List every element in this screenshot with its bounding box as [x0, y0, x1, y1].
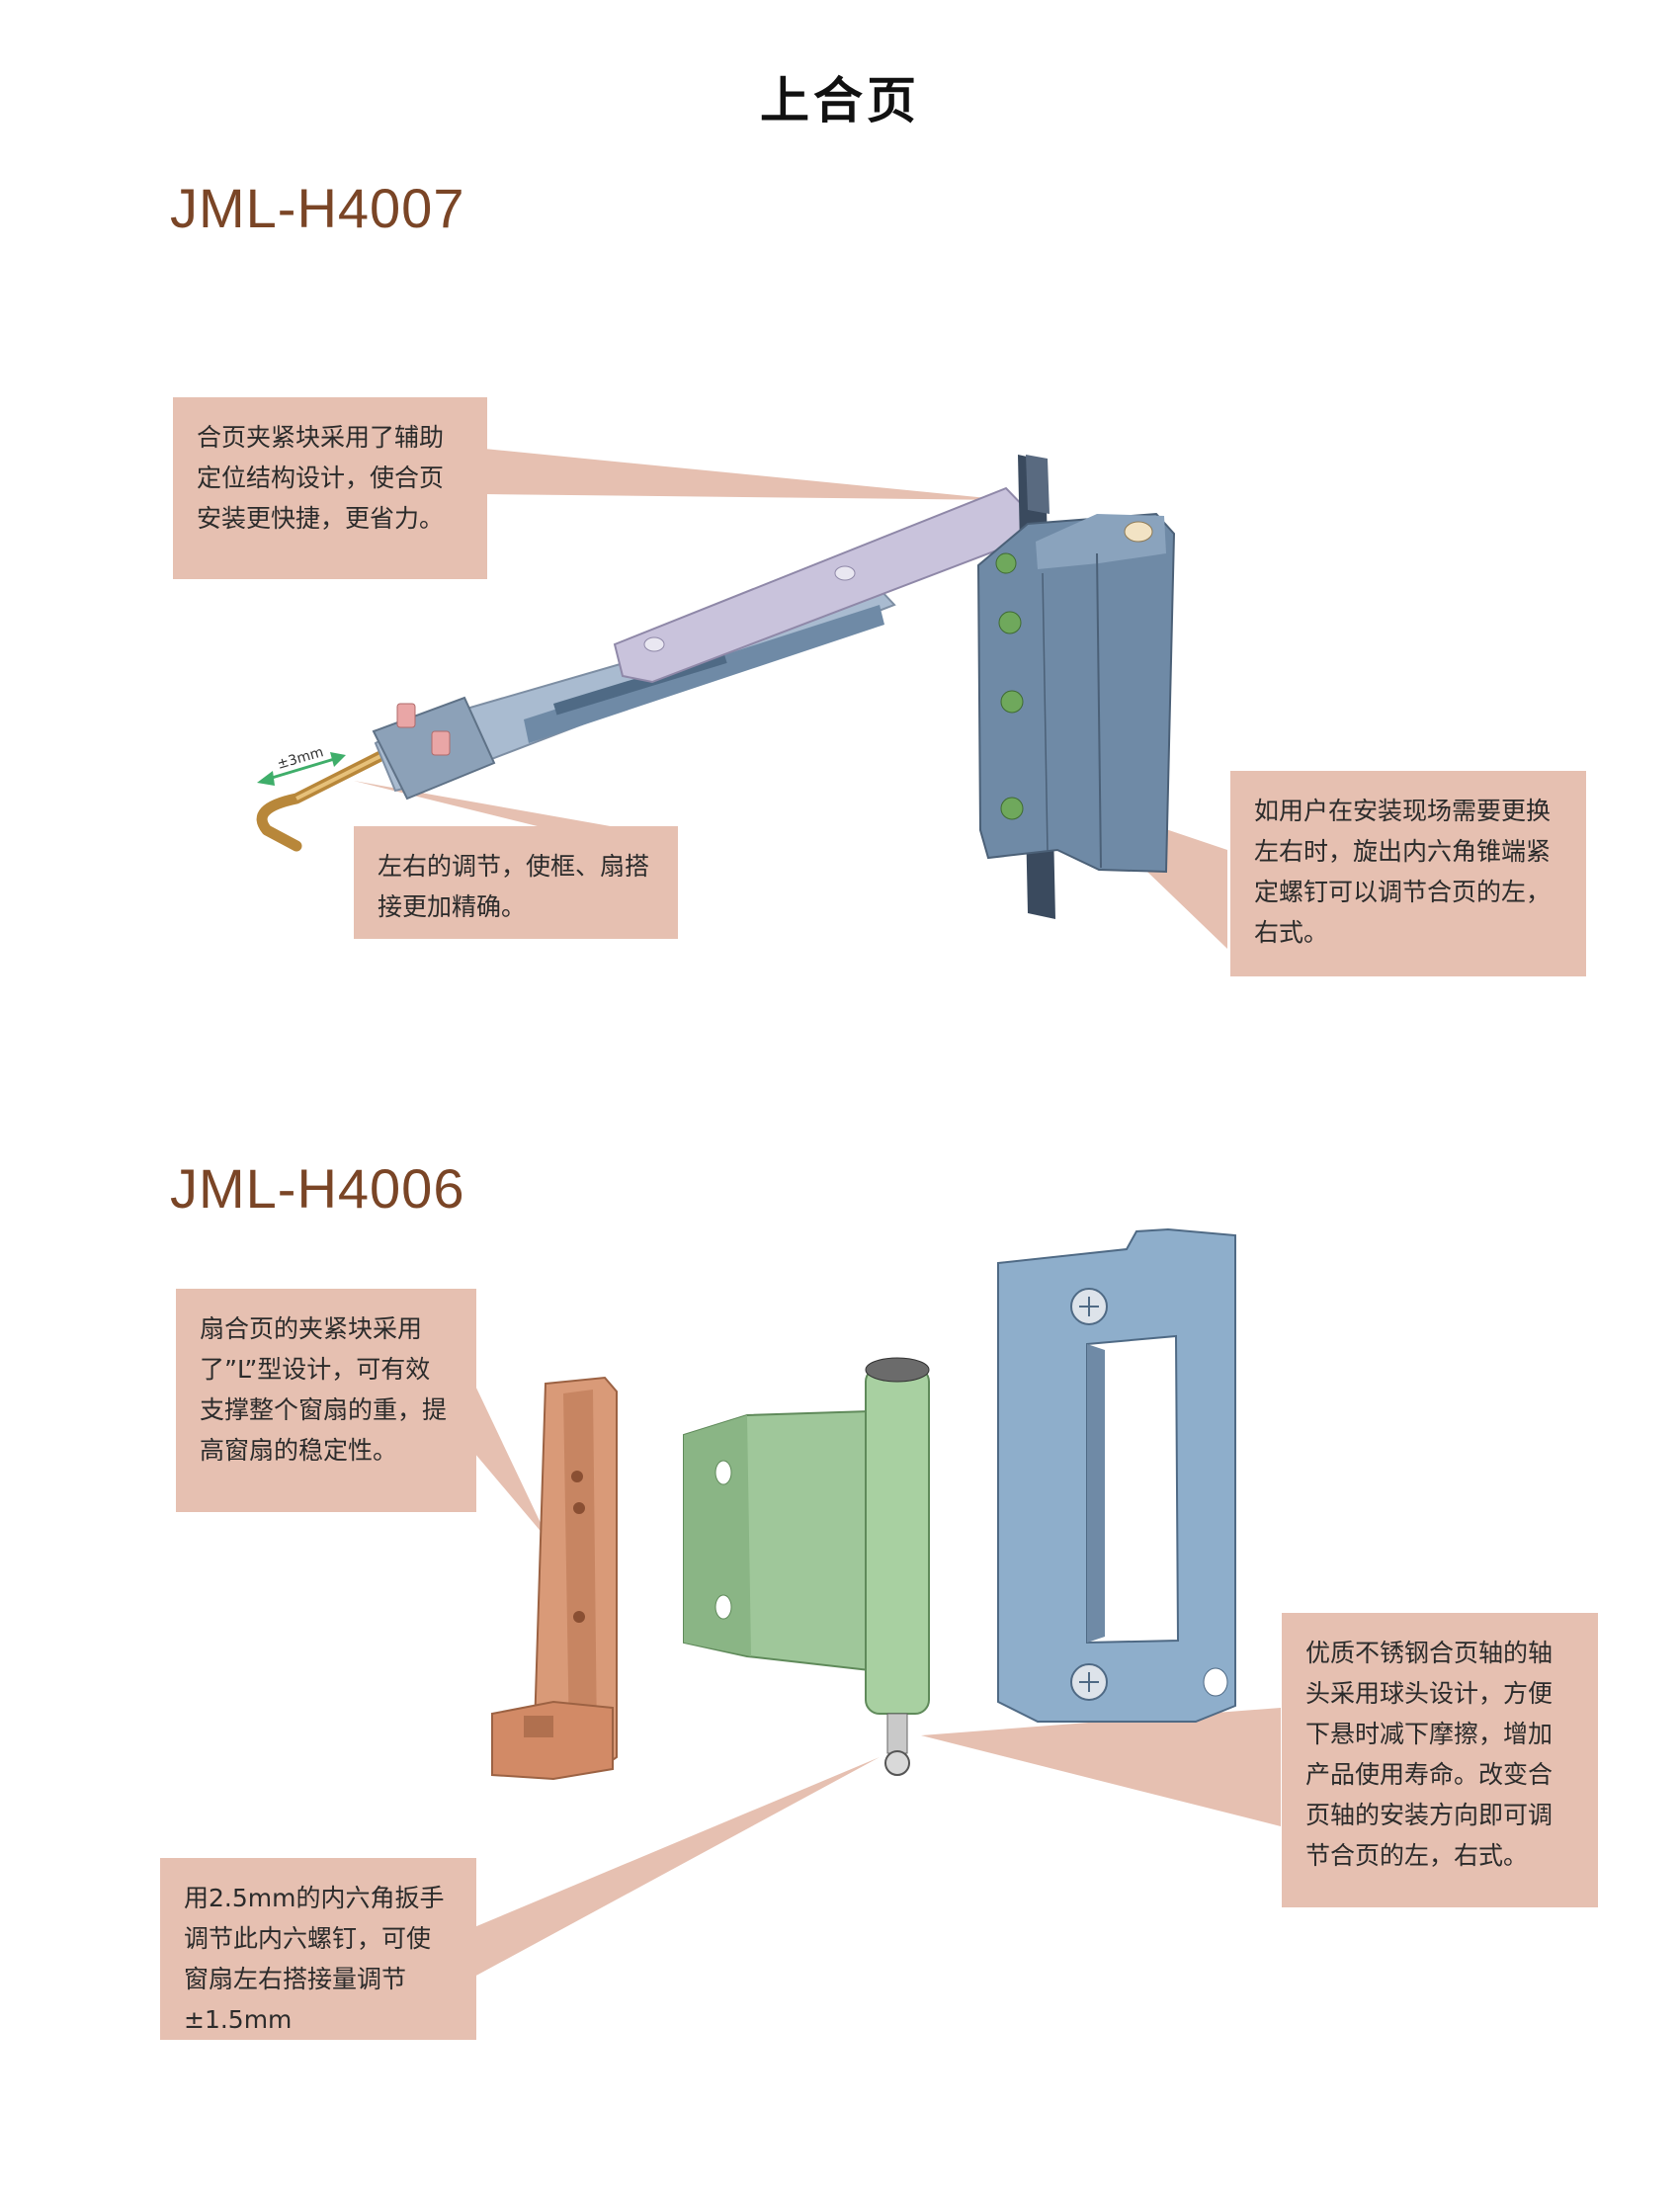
callout-left-right-adjust: 左右的调节，使框、扇搭接更加精确。 — [354, 826, 678, 939]
hex-key-icon — [256, 745, 396, 852]
l-clamp-block — [491, 1376, 618, 1781]
model-title-h4007: JML-H4007 — [170, 177, 465, 239]
model-title-h4006: JML-H4006 — [170, 1157, 465, 1220]
callout-pointer-5 — [474, 1757, 880, 1977]
hinge-body-h4007 — [976, 455, 1176, 919]
callout-pointer-2 — [354, 781, 632, 830]
adjust-arrow-icon — [257, 752, 346, 786]
callout-pointer-6 — [921, 1708, 1281, 1826]
callout-swap-handing: 如用户在安装现场需要更换左右时，旋出内六角锥端紧定螺钉可以调节合页的左，右式。 — [1230, 771, 1586, 976]
callout-l-clamp: 扇合页的夹紧块采用了”L”型设计，可有效支撑整个窗扇的重，提高窗扇的稳定性。 — [176, 1289, 476, 1512]
hinge-arm-h4007 — [372, 486, 1035, 801]
callout-pointer-1 — [484, 449, 1008, 500]
frame-bracket — [997, 1227, 1236, 1723]
callout-clamp-positioning: 合页夹紧块采用了辅助定位结构设计，使合页安装更快捷，更省力。 — [173, 397, 487, 579]
callout-pointer-4 — [474, 1384, 549, 1542]
callout-hex-screw-adjust: 用2.5mm的内六角扳手调节此内六螺钉，可使窗扇左右搭接量调节±1.5mm — [160, 1858, 476, 2040]
callout-ball-head-pin: 优质不锈钢合页轴的轴头采用球头设计，方便下悬时减下摩擦，增加产品使用寿命。改变合… — [1282, 1613, 1598, 1907]
page-title: 上合页 — [760, 72, 920, 129]
hinge-leaf-with-pin — [683, 1357, 930, 1776]
